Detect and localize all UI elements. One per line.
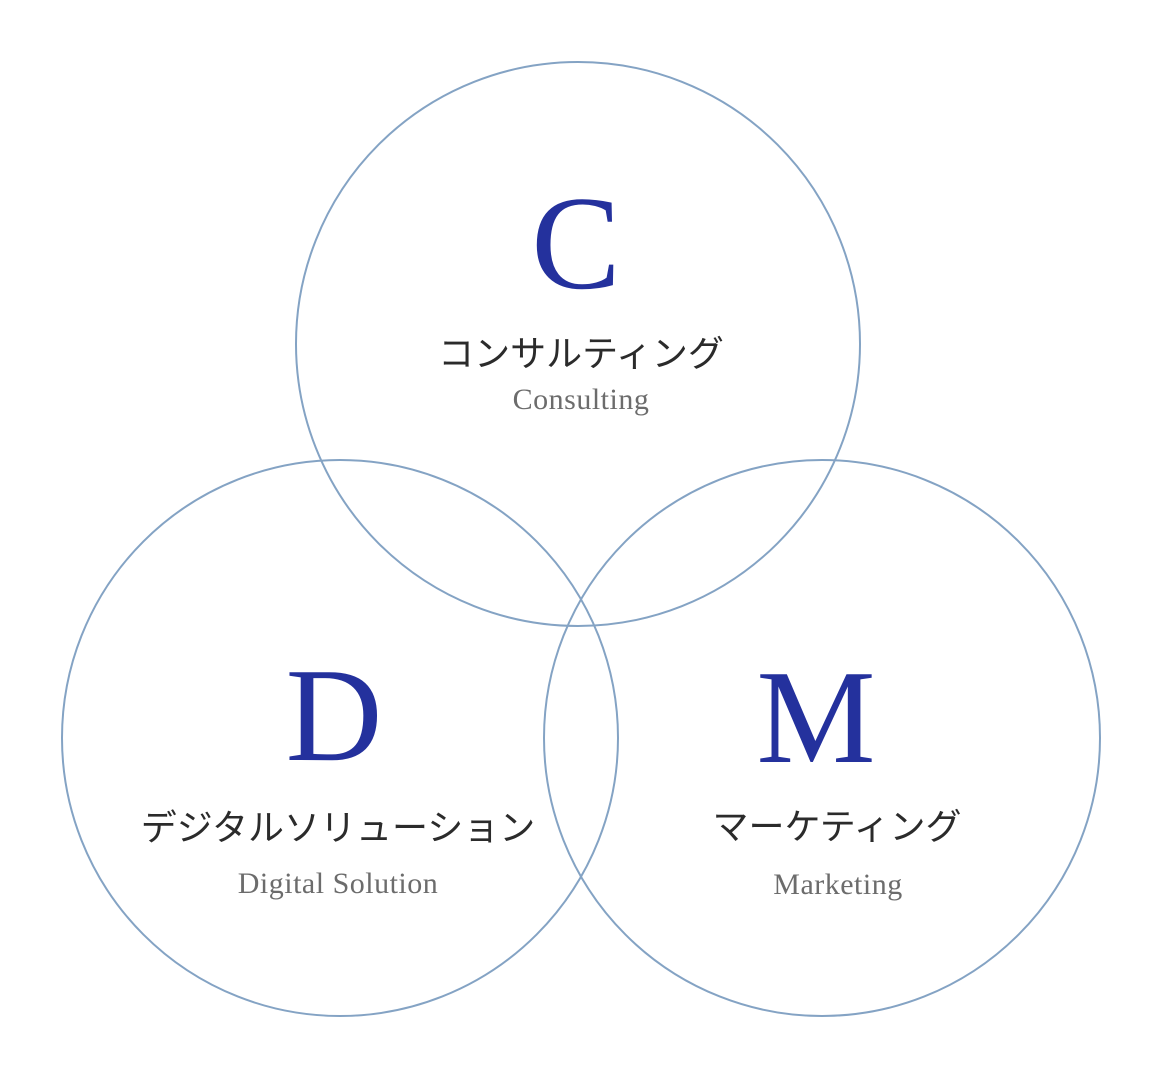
marketing-label-jp: マーケティング [712,807,962,847]
marketing-label-en: Marketing [773,868,903,901]
outline-circle-digital-solution [61,459,619,1017]
outline-circle-consulting [295,61,861,627]
consulting-label-jp: コンサルティング [438,334,724,374]
marketing-initial: M [756,643,876,791]
consulting-label-en: Consulting [512,383,650,416]
digital-solution-label-en: Digital Solution [237,867,439,900]
outline-circle-marketing [543,459,1101,1017]
digital-solution-label-jp: デジタルソリューション [140,808,536,848]
halo-circle-marketing [482,398,1162,1078]
consulting-initial: C [531,169,621,317]
digital-solution-initial: D [285,641,383,789]
halo-circle-digital-solution [0,398,680,1078]
